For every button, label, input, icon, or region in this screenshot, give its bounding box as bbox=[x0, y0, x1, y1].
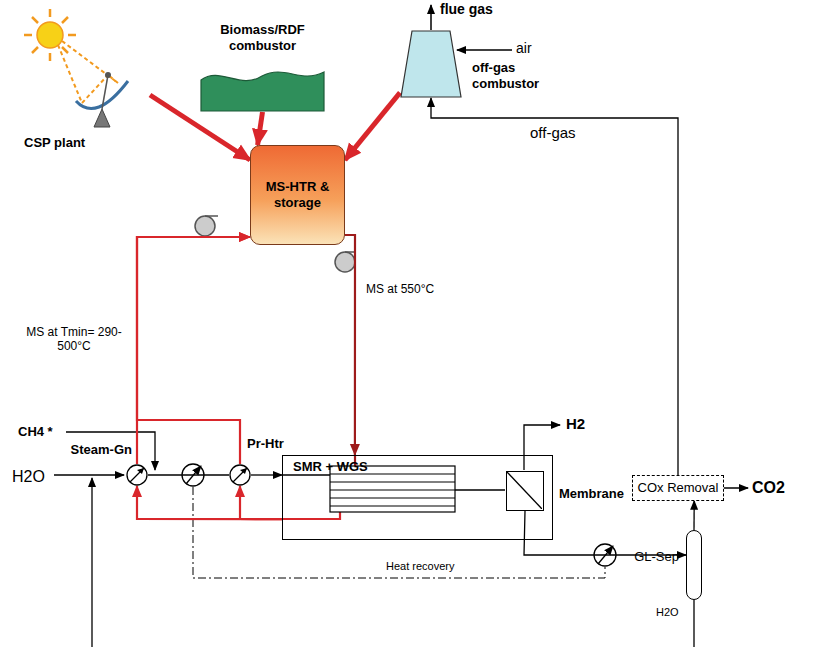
flow-connector bbox=[137, 486, 282, 519]
node-label: Membrane bbox=[559, 486, 624, 502]
node-label: MS-HTR & storage bbox=[251, 179, 344, 210]
flow-connector bbox=[258, 112, 263, 145]
hydrogen-product-line bbox=[524, 425, 560, 470]
csp-illustration bbox=[10, 5, 150, 130]
flow-connector bbox=[345, 235, 355, 455]
node-label: COx Removal bbox=[638, 480, 719, 496]
heat-exchanger-symbol bbox=[126, 464, 148, 486]
stream-label: CO2 bbox=[752, 478, 785, 497]
flow-connector bbox=[693, 501, 695, 530]
stream-label: MS at Tmin= 290-500°C bbox=[16, 325, 132, 354]
water-feed-line bbox=[54, 474, 124, 475]
node-label: CSP plant bbox=[24, 135, 85, 151]
co2-product-line bbox=[724, 487, 748, 489]
off-gas-combustor: off-gas combustor bbox=[400, 30, 462, 98]
stream-label: flue gas bbox=[440, 1, 493, 18]
flow-connector bbox=[148, 474, 229, 475]
membrane-unit: Membrane bbox=[506, 471, 544, 511]
stream-label: H2 bbox=[566, 415, 585, 433]
node-label: SMR + WGS bbox=[293, 459, 368, 475]
salt-inner-line bbox=[282, 512, 340, 519]
flow-connector bbox=[240, 486, 282, 519]
stream-label: CH4 * bbox=[18, 424, 53, 440]
gas-liquid-separator: GL-Sep bbox=[686, 530, 702, 600]
membrane-symbol bbox=[507, 472, 542, 509]
pre-heater: Pr-Htr bbox=[229, 464, 251, 486]
biomass-combustor: Biomass/RDF combustor bbox=[195, 22, 330, 112]
reactor-box: SMR + WGS Membrane bbox=[282, 455, 553, 540]
solar-plant: CSP plant bbox=[10, 5, 150, 155]
reactor-outlet-line bbox=[455, 489, 505, 490]
stream-label: Heat recovery bbox=[386, 560, 454, 573]
flow-connector bbox=[251, 474, 282, 475]
node-label: Biomass/RDF combustor bbox=[195, 22, 330, 53]
flow-connector bbox=[137, 237, 250, 464]
flow-connector bbox=[431, 98, 678, 475]
flow-connector bbox=[137, 237, 250, 464]
flow-connector bbox=[524, 511, 686, 555]
stream-label: off-gas bbox=[530, 124, 576, 142]
node-label: off-gas combustor bbox=[472, 60, 552, 91]
heat-exchanger-symbol bbox=[229, 464, 251, 486]
stream-label: MS at 550°C bbox=[366, 282, 434, 296]
separator-water-line bbox=[693, 600, 694, 647]
combustor-shape bbox=[400, 30, 462, 98]
stream-label: H2O bbox=[656, 606, 679, 619]
feed-inner-line bbox=[282, 474, 330, 475]
methane-feed-line bbox=[66, 432, 155, 470]
water-recycle-line bbox=[91, 478, 92, 647]
cox-removal-box: COx Removal bbox=[632, 475, 725, 501]
node-label: Pr-Htr bbox=[247, 436, 284, 452]
heater-storage-tank: MS-HTR & storage bbox=[250, 145, 345, 245]
combustor-shape bbox=[200, 64, 325, 112]
stream-label: air bbox=[516, 40, 532, 57]
flow-connector bbox=[345, 93, 400, 160]
steam-generator: Steam-Gn bbox=[126, 464, 148, 486]
node-label: GL-Sep bbox=[634, 549, 679, 565]
stream-label: H2O bbox=[12, 467, 45, 486]
flue-gas-arrow bbox=[430, 5, 432, 30]
air-arrow bbox=[457, 49, 512, 51]
node-label: Steam-Gn bbox=[71, 442, 132, 458]
